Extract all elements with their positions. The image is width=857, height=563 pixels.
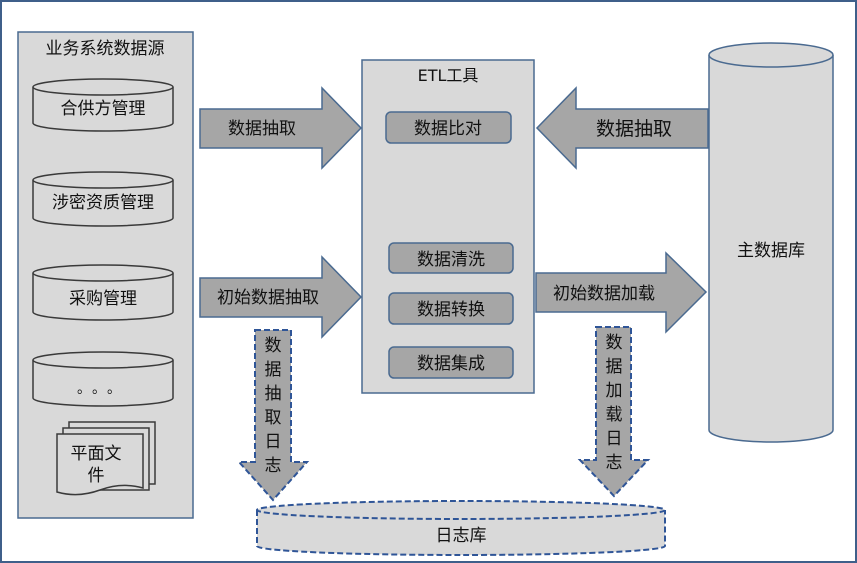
arrow-extract-log: 数 据 抽 取 日 志 <box>236 329 310 502</box>
etl-tool-group: ETL工具 数据比对 数据清洗 数据转换 数据集成 <box>361 59 535 394</box>
etl-step-clean <box>388 242 514 274</box>
master-database-cylinder: 主数据库 <box>708 42 834 443</box>
source-label-procurement: 采购管理 <box>69 289 137 309</box>
load-log-char-4: 载 <box>606 405 623 425</box>
arrow-initial-load-label: 初始数据加载 <box>553 284 655 304</box>
arrow-extract-left: 数据抽取 <box>199 86 363 170</box>
source-label-classified: 涉密资质管理 <box>52 193 154 213</box>
log-database-label: 日志库 <box>436 526 487 546</box>
etl-step-compare <box>385 111 512 144</box>
load-log-char-1: 数 <box>606 333 623 353</box>
load-log-char-6: 志 <box>606 453 623 473</box>
etl-step-transform-label: 数据转换 <box>417 300 485 320</box>
arrow-extract-right-label: 数据抽取 <box>596 118 672 140</box>
log-database-cylinder: 日志库 <box>256 500 666 556</box>
business-systems-group: 业务系统数据源 合供方管理 涉密资质管理 采购管理 。。。 平面文 <box>17 31 194 519</box>
arrow-extract-right: 数据抽取 <box>535 86 709 170</box>
extract-log-char-5: 日 <box>265 432 282 452</box>
flat-file-label-line1: 平面文 <box>71 444 122 464</box>
flat-file-label-line2: 件 <box>88 466 105 486</box>
source-cylinder-supplier: 合供方管理 <box>32 78 174 132</box>
etl-tool-box <box>361 59 535 394</box>
etl-step-clean-label: 数据清洗 <box>417 250 485 270</box>
source-cylinder-classified: 涉密资质管理 <box>32 171 174 227</box>
load-log-char-3: 加 <box>606 381 623 401</box>
load-log-char-2: 据 <box>606 357 623 377</box>
flat-file-icon: 平面文 件 <box>56 421 156 496</box>
source-label-supplier: 合供方管理 <box>61 99 146 119</box>
arrow-extract-left-label: 数据抽取 <box>228 119 296 139</box>
etl-step-transform <box>388 292 514 325</box>
arrow-initial-extract-label: 初始数据抽取 <box>217 288 319 308</box>
etl-tool-title: ETL工具 <box>418 66 479 85</box>
extract-log-char-2: 据 <box>265 360 282 380</box>
load-log-char-5: 日 <box>606 429 623 449</box>
business-systems-title: 业务系统数据源 <box>46 39 165 59</box>
source-cylinder-procurement: 采购管理 <box>32 264 174 321</box>
arrow-load-log: 数 据 加 载 日 志 <box>577 326 651 498</box>
arrow-initial-load: 初始数据加载 <box>535 251 708 334</box>
extract-log-char-4: 取 <box>265 408 282 428</box>
extract-log-char-6: 志 <box>265 456 282 476</box>
extract-log-char-3: 抽 <box>265 384 282 404</box>
source-cylinder-more: 。。。 <box>32 351 174 407</box>
etl-step-integrate-label: 数据集成 <box>417 354 485 374</box>
etl-step-compare-label: 数据比对 <box>414 119 482 139</box>
etl-step-integrate <box>388 346 514 379</box>
source-label-more: 。。。 <box>77 381 129 397</box>
extract-log-char-1: 数 <box>265 336 282 356</box>
arrow-initial-extract: 初始数据抽取 <box>199 255 363 339</box>
master-database-label: 主数据库 <box>737 241 805 261</box>
